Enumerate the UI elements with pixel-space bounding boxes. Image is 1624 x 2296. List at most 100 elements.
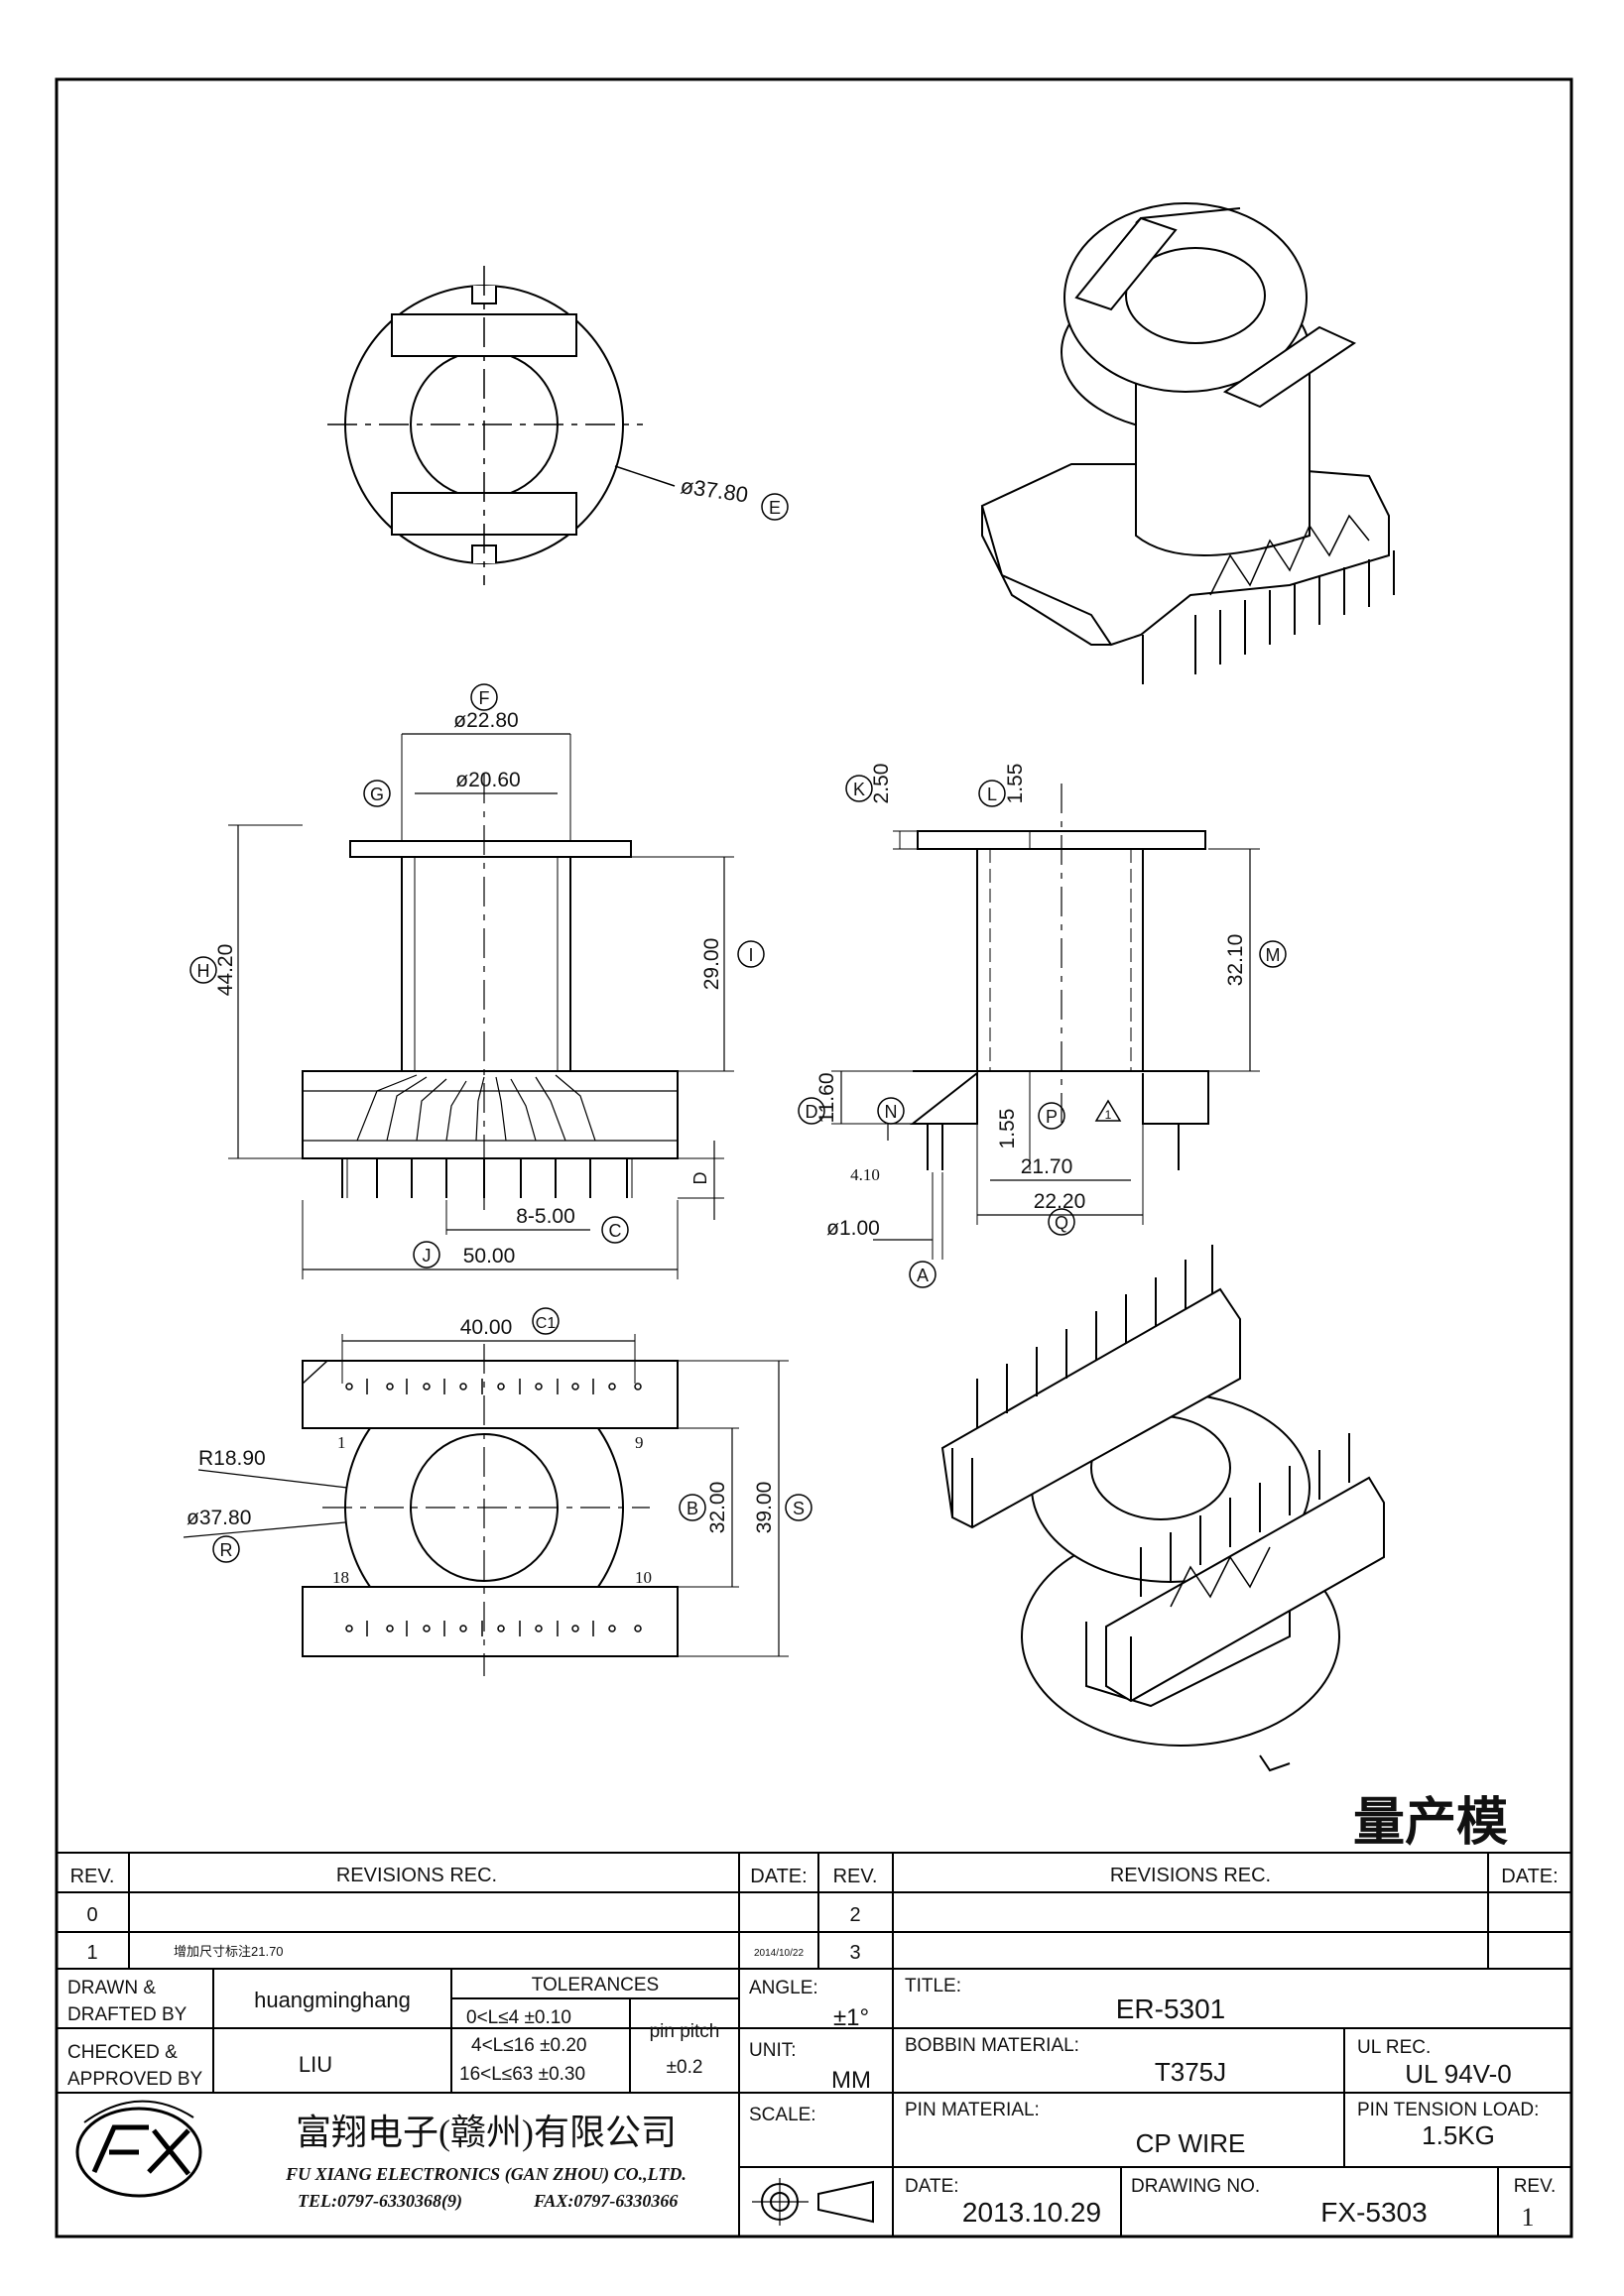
pin-material-value: CP WIRE	[1136, 2128, 1246, 2158]
tag-q: Q	[1055, 1213, 1068, 1233]
dim-pin-len: 4.10	[850, 1165, 880, 1184]
checked-by: LIU	[299, 2052, 332, 2077]
tag-o: D	[806, 1102, 818, 1122]
company-name-en: FU XIANG ELECTRONICS (GAN ZHOU) CO.,LTD.	[285, 2164, 687, 2185]
company-fax: FAX:0797-6330366	[533, 2191, 678, 2211]
rev-mark: 1	[1105, 1108, 1112, 1122]
ul-rec-label: UL REC.	[1357, 2037, 1431, 2058]
iso-pin-wires	[1209, 514, 1370, 596]
company-name-cn: 富翔电子(赣州)有限公司	[296, 2113, 677, 2152]
tolerances-header: TOLERANCES	[532, 1975, 659, 1995]
drawing-no-value: FX-5303	[1320, 2197, 1427, 2228]
tag-circle-e	[761, 493, 789, 521]
revisions-col-header-2: REVISIONS REC.	[1110, 1865, 1271, 1886]
angle-label: ANGLE:	[749, 1978, 818, 1998]
tag-e: E	[769, 498, 781, 518]
tag-n: N	[885, 1102, 898, 1122]
tag-j: J	[423, 1246, 432, 1266]
scale-label: SCALE:	[749, 2105, 816, 2125]
dim-f-value: ø22.80	[453, 709, 518, 732]
pin-tension-label: PIN TENSION LOAD:	[1357, 2100, 1539, 2120]
dim-s-value: 39.00	[753, 1482, 776, 1534]
tag-s: S	[793, 1499, 805, 1518]
dim-g-value: ø20.60	[455, 769, 520, 791]
iso-view-bottom	[940, 1245, 1385, 1772]
iso-slot-top-edge	[1135, 207, 1241, 224]
bobbin-material-label: BOBBIN MATERIAL:	[905, 2035, 1079, 2056]
rev2-row-0: 2	[849, 1904, 860, 1926]
tag-g: G	[370, 785, 384, 804]
rev2-row-1: 3	[849, 1942, 860, 1964]
revisions-col-header: REVISIONS REC.	[336, 1865, 497, 1886]
rev-row-1: 1	[86, 1942, 97, 1964]
tolerance-2: 4<L≤16 ±0.20	[471, 2035, 586, 2056]
rev-col-header: REV.	[70, 1866, 115, 1887]
company-logo	[75, 2100, 202, 2198]
unit-value: MM	[831, 2067, 871, 2094]
iso-slot-right	[1222, 325, 1357, 409]
front-view	[189, 683, 765, 1279]
tag-f: F	[479, 688, 490, 708]
tag-r: R	[220, 1540, 233, 1560]
rev-label: REV.	[1514, 2176, 1557, 2197]
tag-k: K	[853, 780, 865, 799]
dim-w1-value: 21.70	[1021, 1155, 1073, 1178]
rev-col-header-2: REV.	[833, 1866, 878, 1887]
tag-m: M	[1266, 945, 1281, 965]
date-col-header: DATE:	[750, 1866, 807, 1887]
bottom-pin-rail-top	[302, 1360, 679, 1429]
pin-label-18: 18	[332, 1568, 349, 1587]
top-dia-label: ø37.80	[679, 473, 749, 507]
projection-symbol	[752, 2178, 874, 2226]
angle-value: ±1°	[833, 2004, 869, 2031]
rev-value: 1	[1522, 2203, 1535, 2232]
unit-label: UNIT:	[749, 2040, 797, 2061]
drawn-label-1: DRAWN &	[67, 1978, 156, 1998]
side-base-inner	[976, 1073, 1144, 1124]
checked-label-2: APPROVED BY	[67, 2069, 203, 2090]
iso-top-core-opening	[1125, 247, 1266, 344]
dim-c1-value: 40.00	[460, 1316, 513, 1339]
tag-p: P	[1046, 1107, 1058, 1127]
tag-d-front: D	[690, 1172, 710, 1185]
pin-label-10: 10	[635, 1568, 652, 1587]
front-top-flange	[349, 840, 632, 858]
dim-h-value: 44.20	[214, 944, 237, 997]
revision-note-1: 增加尺寸标注21.70	[174, 1944, 284, 1959]
title-label: TITLE:	[905, 1976, 961, 1996]
pin-tension-value: 1.5KG	[1422, 2120, 1495, 2150]
side-view	[798, 775, 1287, 1288]
dim-dia-value: ø37.80	[187, 1507, 251, 1529]
dia-leader	[614, 465, 676, 487]
front-wire-channels	[356, 1074, 596, 1142]
top-view	[327, 266, 789, 585]
pin-pitch-value: ±0.2	[667, 2057, 703, 2078]
sheet-border	[55, 77, 1573, 2238]
dim-i-value: 29.00	[700, 938, 723, 991]
drawn-by: huangminghang	[254, 1988, 411, 2012]
dim-a-value: ø1.00	[826, 1217, 880, 1240]
drawn-label-2: DRAFTED BY	[67, 2004, 187, 2025]
dim-r-value: R18.90	[198, 1447, 266, 1470]
tag-i: I	[748, 945, 753, 965]
tolerance-3: 16<L≤63 ±0.30	[459, 2064, 585, 2085]
tag-c1: C1	[536, 1315, 557, 1332]
checked-label-1: CHECKED &	[67, 2042, 178, 2063]
title-value: ER-5301	[1116, 1994, 1226, 2024]
rev-triangle	[1094, 1099, 1122, 1122]
ul-rec-value: UL 94V-0	[1405, 2059, 1511, 2089]
revision-date-1: 2014/10/22	[754, 1948, 804, 1959]
bottom-pin-rail-bottom	[302, 1586, 679, 1657]
rev-row-0: 0	[86, 1904, 97, 1926]
date-value: 2013.10.29	[962, 2197, 1101, 2228]
dim-o-value: 11.60	[815, 1073, 838, 1124]
front-pins	[341, 1158, 633, 1198]
dim-l-value: 1.55	[1004, 764, 1027, 804]
iso-view-top	[980, 202, 1395, 684]
tolerance-1: 0<L≤4 ±0.10	[466, 2007, 571, 2028]
production-stamp: 量产模	[1353, 1794, 1508, 1852]
front-base	[302, 1070, 679, 1159]
dim-k-value: 2.50	[870, 764, 893, 804]
date-col-header-2: DATE:	[1501, 1866, 1558, 1887]
